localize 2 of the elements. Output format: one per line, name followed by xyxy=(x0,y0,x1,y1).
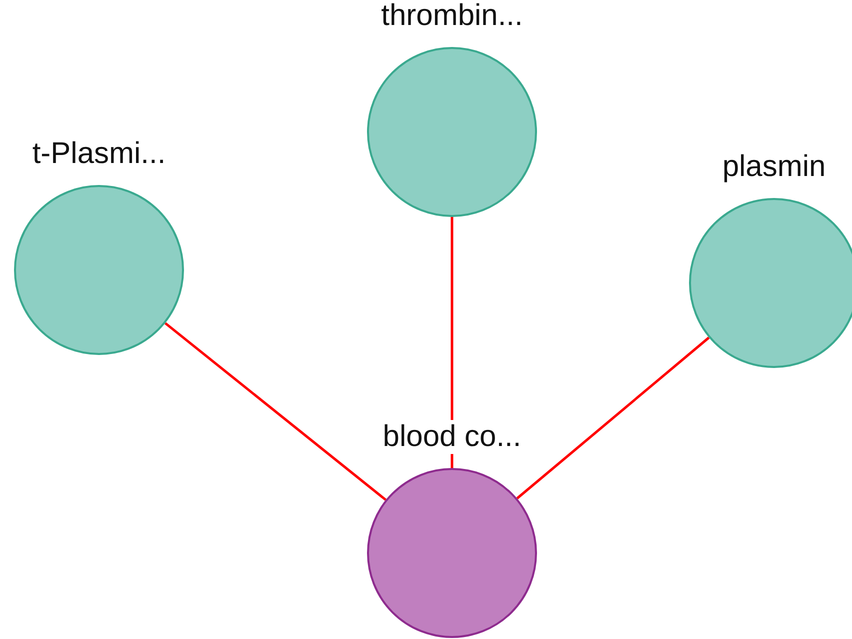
connector-line xyxy=(164,322,386,501)
connector-line xyxy=(516,336,710,500)
